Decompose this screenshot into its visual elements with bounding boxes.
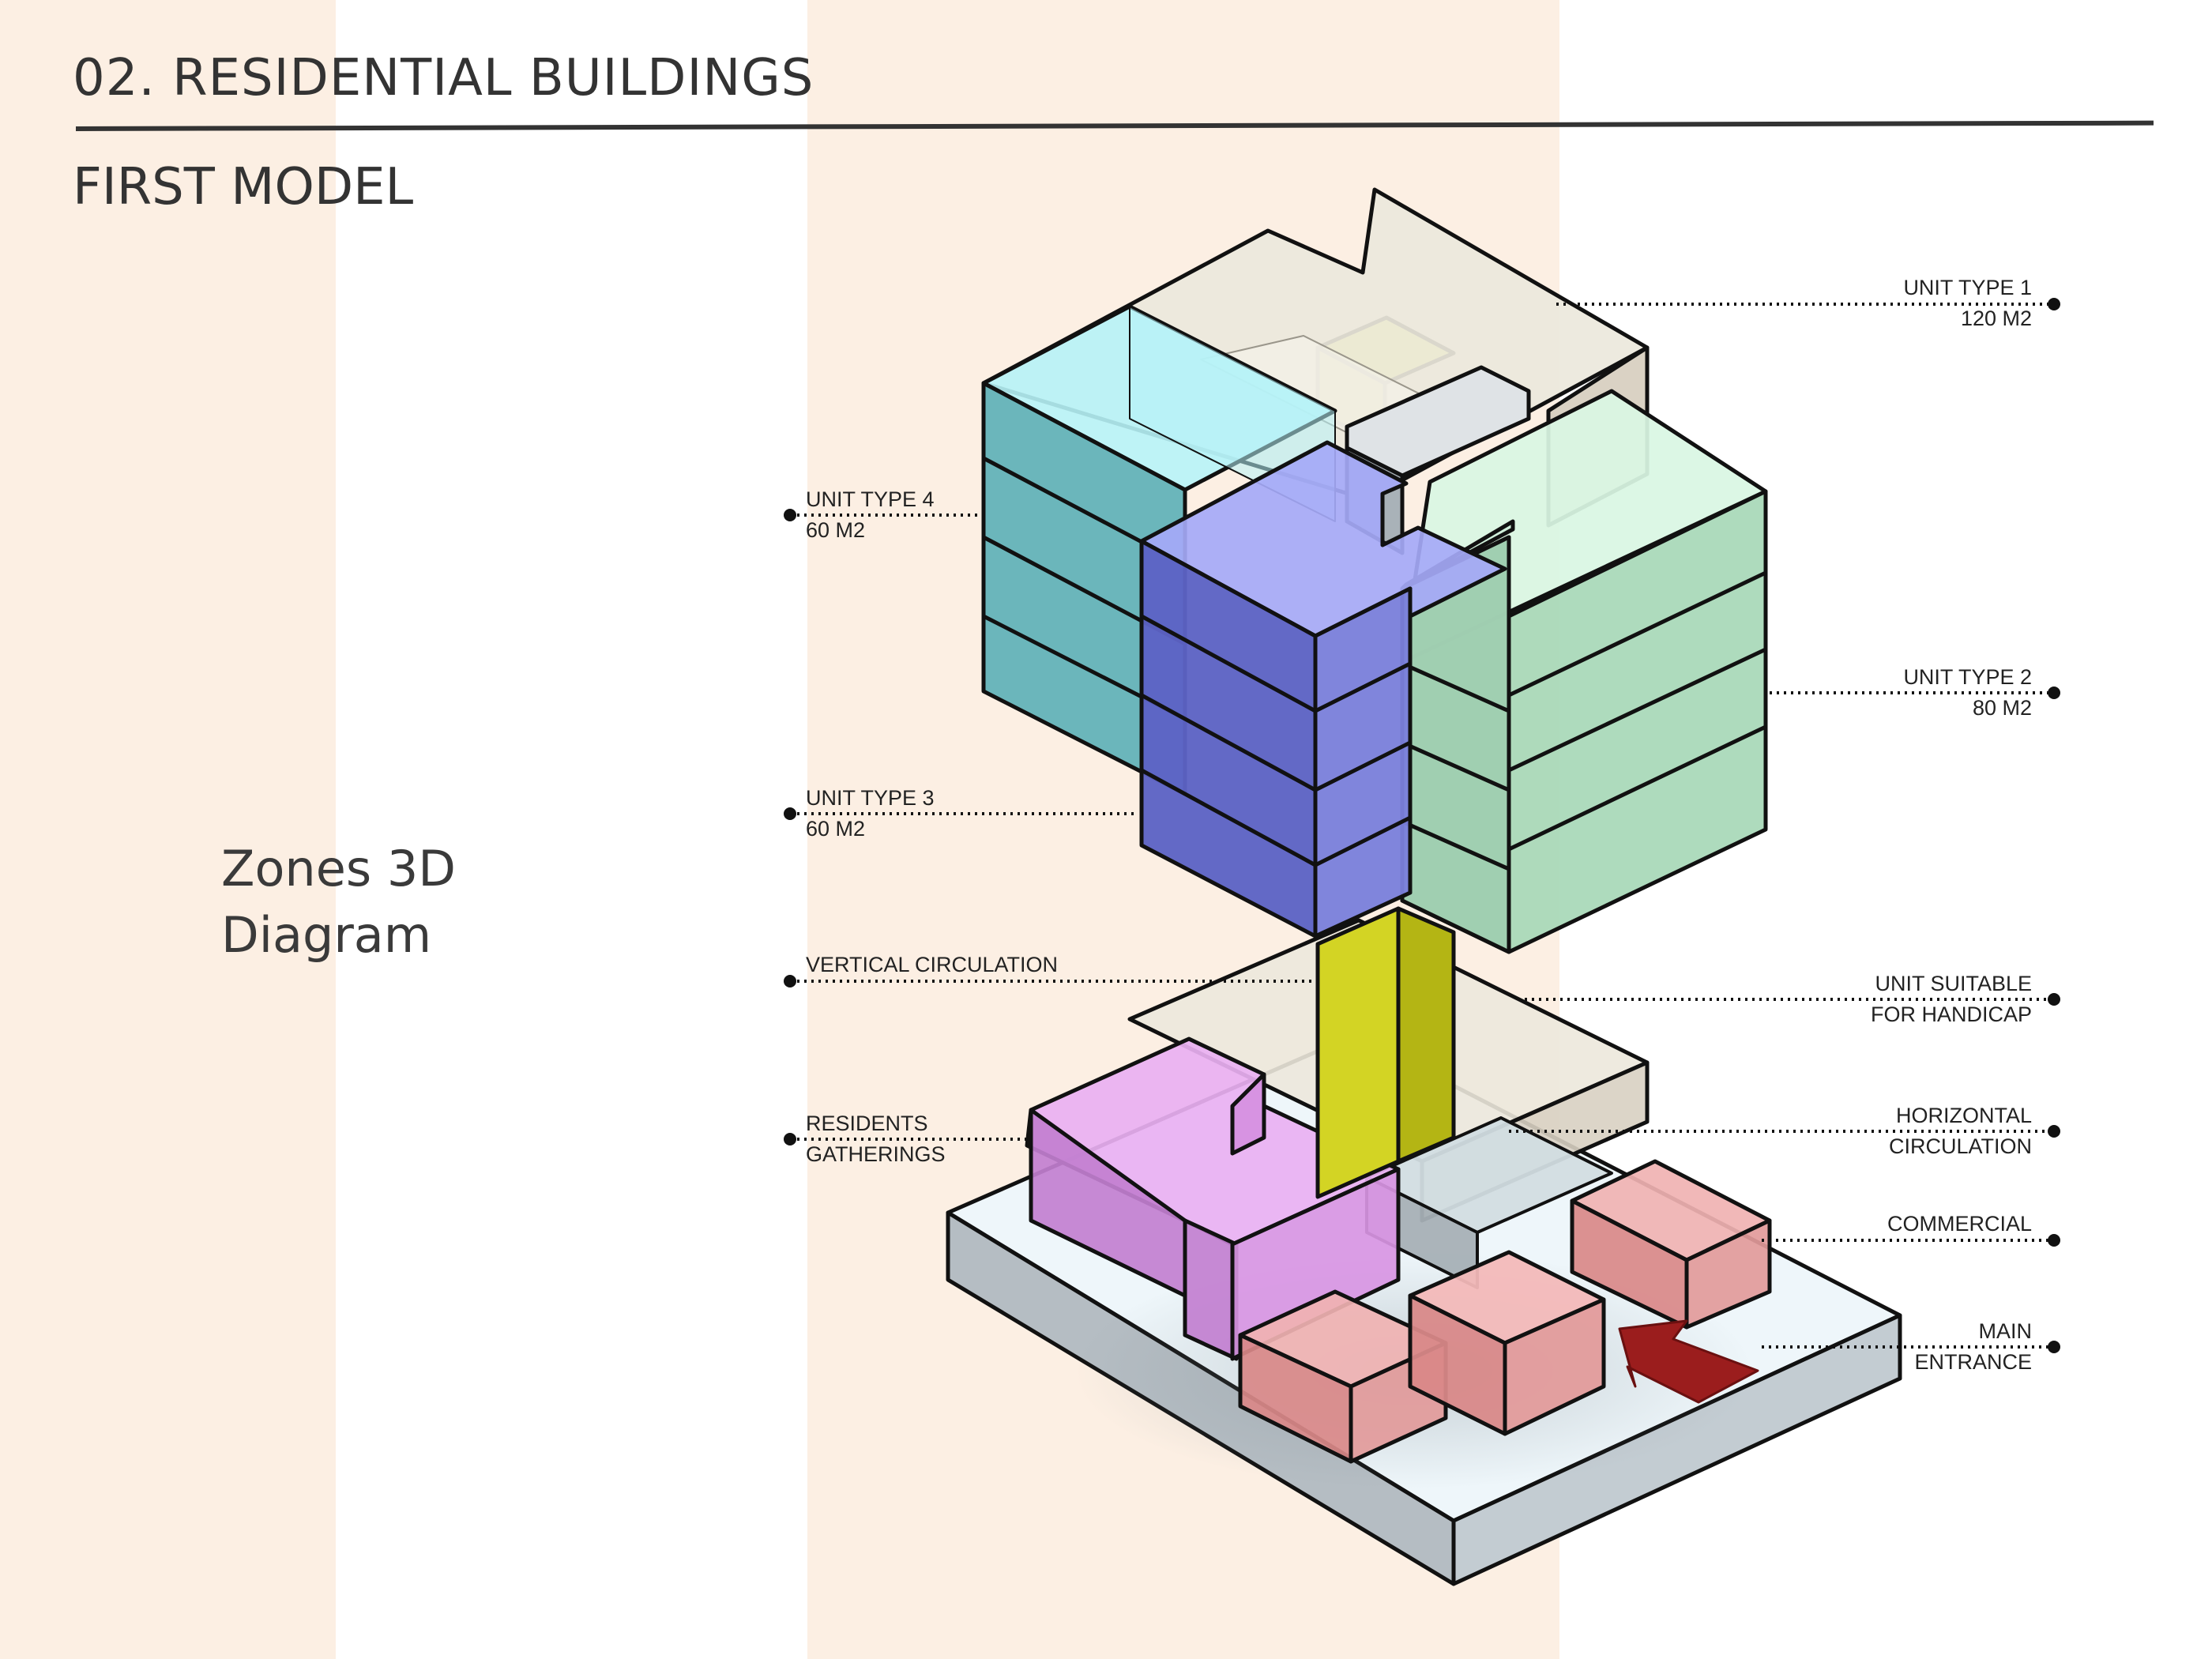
unit3-right-face [1313,586,1413,939]
label-residents-gatherings: RESIDENTS GATHERINGS [806,1108,946,1170]
label-main-entrance: MAIN ENTRANCE [1914,1316,2032,1378]
page-title: 02. RESIDENTIAL BUILDINGS [73,49,814,107]
label-unit-type-1-line-2: 120 M2 [1960,307,2032,330]
unit2-floor-line-6 [1401,819,1510,871]
unit2-floor-line-5 [1401,740,1510,792]
dot-vertical-circulation [784,975,796,988]
gatherings-right-face [1230,1167,1401,1361]
label-unit-handicap-line-1: UNIT SUITABLE [1875,972,2032,995]
label-vertical-circulation-line-1: VERTICAL CIRCULATION [806,953,1059,976]
dot-commercial [2048,1234,2060,1247]
label-unit-handicap: UNIT SUITABLE FOR HANDICAP [1871,969,2032,1030]
label-main-entrance-line-1: MAIN [1978,1319,2033,1343]
dot-unit-type-2 [2048,687,2060,699]
label-commercial-line-1: COMMERCIAL [1887,1212,2032,1236]
residents-gatherings-block [1025,1036,1401,1361]
dot-unit-type-1 [2048,298,2060,310]
unit2-floor-line-2 [1507,647,1767,773]
core-front [1315,906,1401,1199]
unit3-floor-line-3 [1140,768,1412,867]
label-unit-type-1-line-1: UNIT TYPE 1 [1903,276,2032,299]
background-band-left [0,0,336,1659]
label-unit-type-4: UNIT TYPE 4 60 M2 [806,484,935,546]
label-unit-type-4-line-2: 60 M2 [806,518,866,542]
diagram-caption-line-2: Diagram [221,906,432,964]
label-horizontal-circulation: HORIZONTAL CIRCULATION [1889,1100,2032,1162]
leader-lines [790,303,2054,1349]
unit-type-2-block [1400,389,1768,954]
label-unit-type-3-line-1: UNIT TYPE 3 [806,786,935,810]
unit3-floor-line-1 [1140,614,1412,713]
dot-main-entrance [2048,1341,2060,1353]
label-horizontal-circulation-line-2: CIRCULATION [1888,1134,2032,1158]
label-residents-gatherings-line-1: RESIDENTS [806,1112,928,1135]
label-horizontal-circulation-line-1: HORIZONTAL [1895,1104,2032,1127]
diagram-caption: Zones 3D Diagram [221,836,456,969]
label-unit-type-1: UNIT TYPE 1 120 M2 [1903,273,2032,334]
dot-residents-gatherings [784,1133,796,1146]
label-unit-type-2: UNIT TYPE 2 80 M2 [1903,662,2032,724]
page-subtitle: FIRST MODEL [73,158,414,216]
unit2-floor-line-4 [1401,661,1510,713]
dot-unit-handicap [2048,993,2060,1006]
unit2-floor-line-3 [1507,724,1767,852]
commercial-box-2 [1570,1159,1772,1330]
core-side [1396,906,1456,1164]
label-commercial: COMMERCIAL [1887,1209,2032,1240]
label-unit-type-3: UNIT TYPE 3 60 M2 [806,783,935,845]
dot-horizontal-circulation [2048,1125,2060,1138]
label-main-entrance-line-2: ENTRANCE [1914,1350,2032,1374]
unit2-floor-line-1 [1507,570,1767,698]
label-unit-type-4-line-1: UNIT TYPE 4 [806,487,935,511]
diagram-caption-line-1: Zones 3D [221,840,457,897]
commercial-box-3 [1408,1250,1606,1436]
gatherings-front-high [1183,1218,1239,1361]
unit3-floor-line-2 [1140,693,1412,792]
dot-unit-type-3 [784,807,796,820]
gatherings-upper-face [1230,1072,1266,1156]
label-vertical-circulation: VERTICAL CIRCULATION [806,950,1058,980]
label-unit-type-3-line-2: 60 M2 [806,817,866,841]
label-unit-type-2-line-1: UNIT TYPE 2 [1903,665,2032,689]
label-unit-handicap-line-2: FOR HANDICAP [1870,1003,2032,1026]
label-residents-gatherings-line-2: GATHERINGS [806,1142,946,1166]
main-entrance-arrow [1618,1319,1759,1404]
unit-type-3-block [1139,440,1507,939]
label-unit-type-2-line-2: 80 M2 [1972,696,2032,720]
dot-unit-type-4 [784,509,796,521]
leader-dots [784,298,2060,1353]
